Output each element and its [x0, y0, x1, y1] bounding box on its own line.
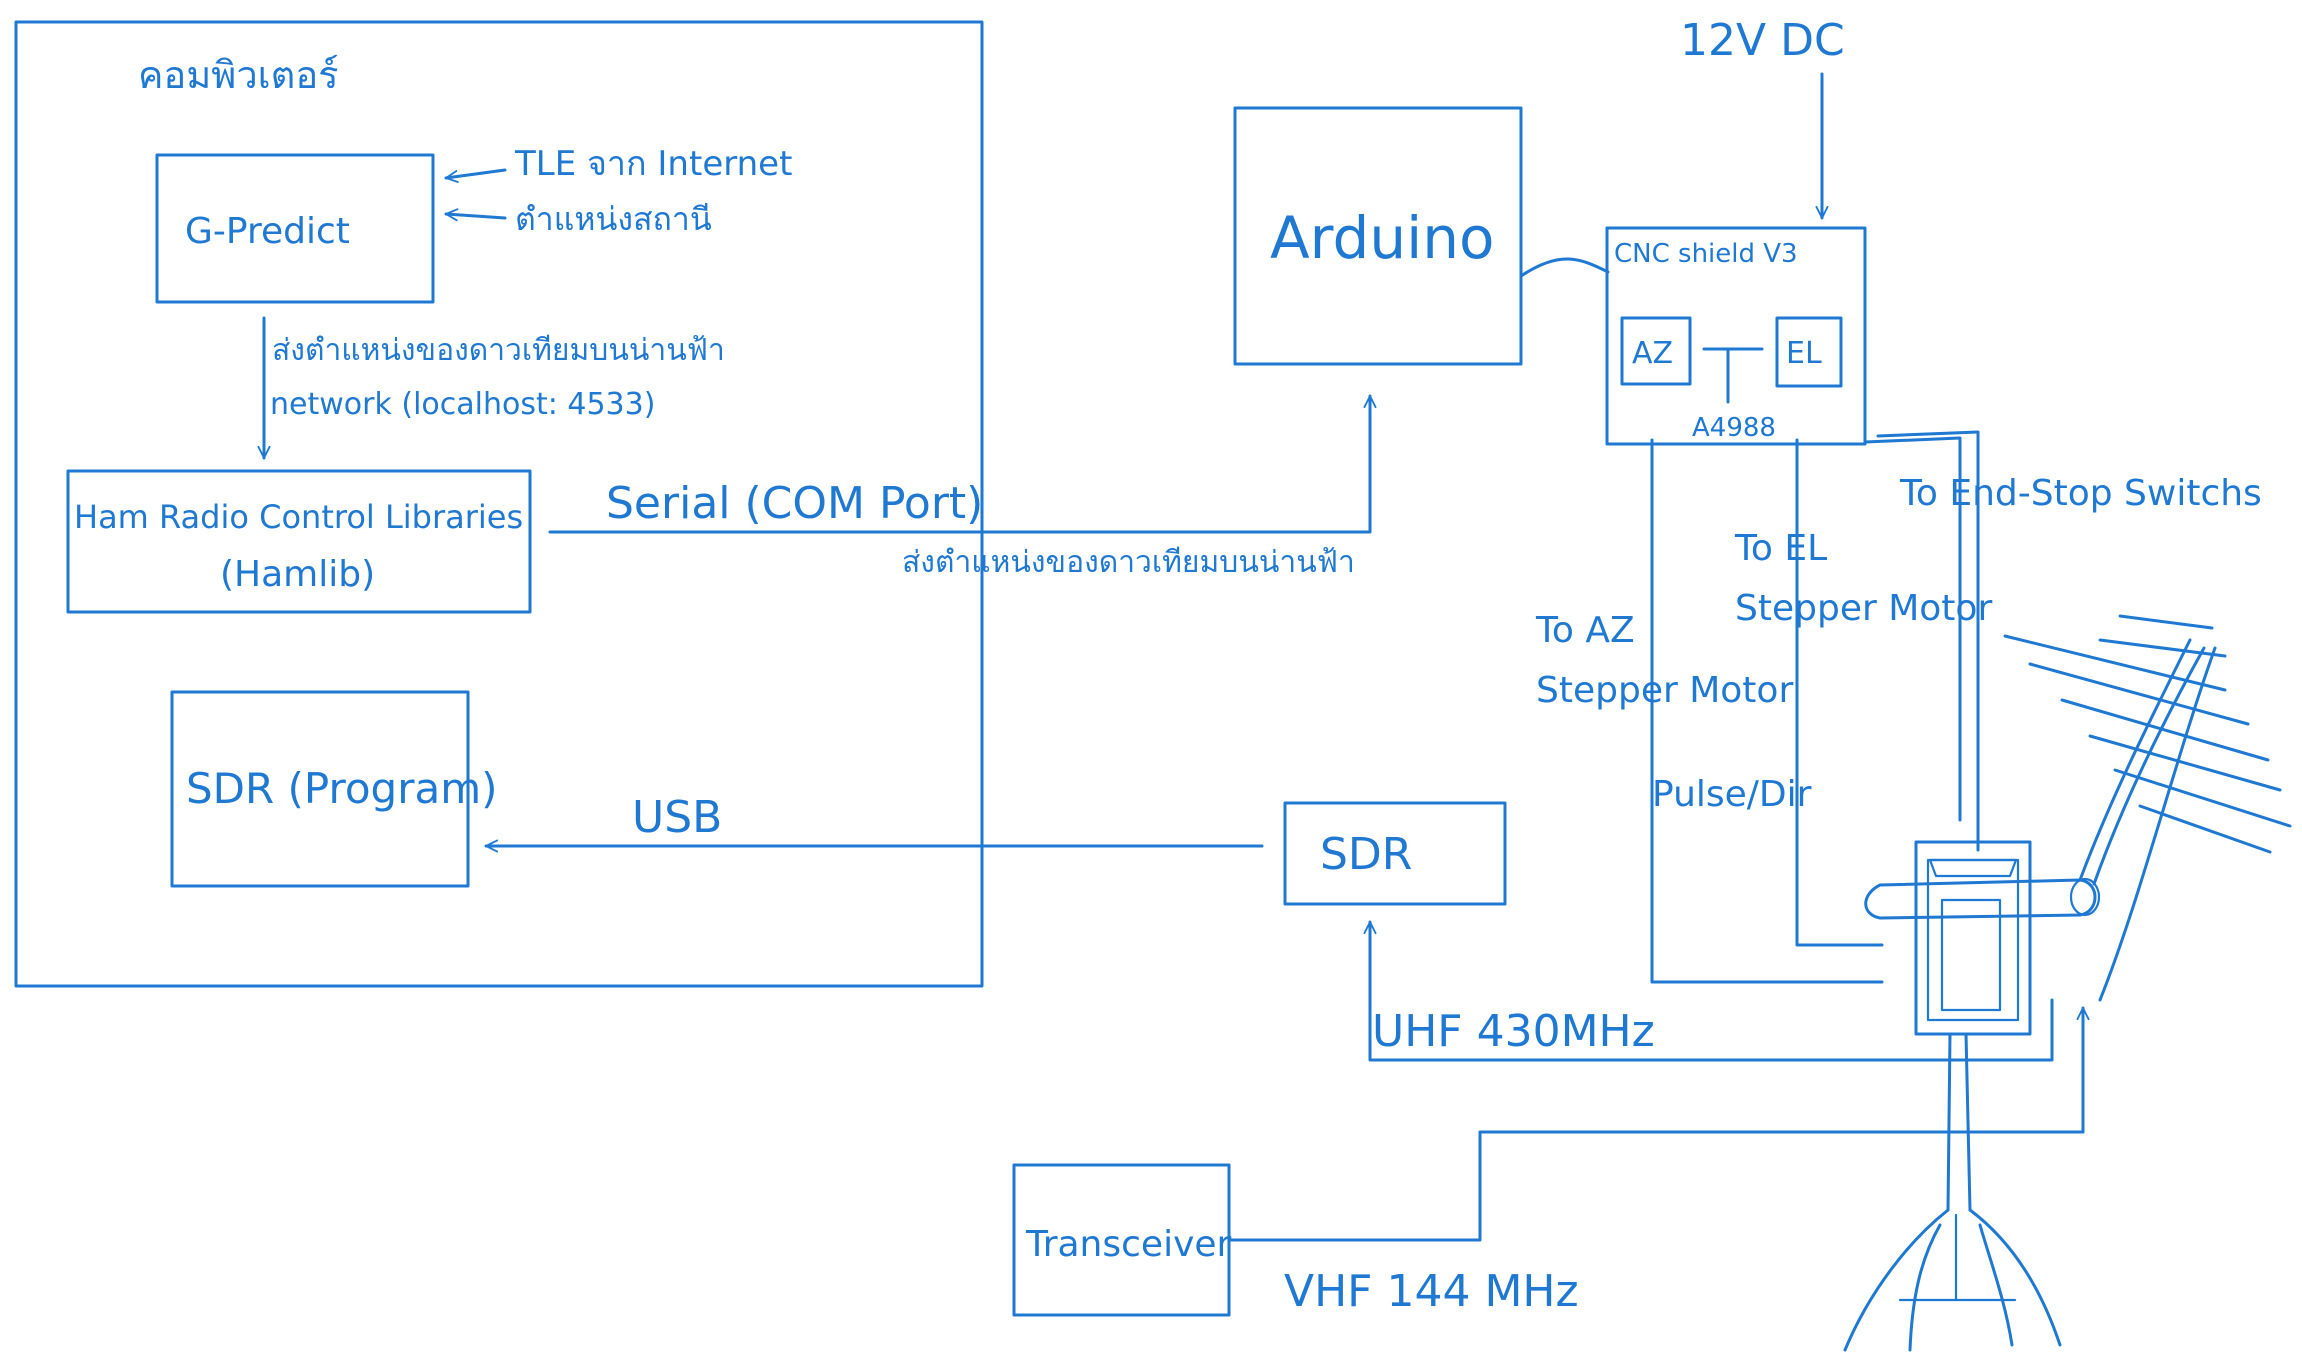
gpredict-box: [155, 153, 435, 304]
station-arrow: [444, 208, 507, 222]
network-label: network (localhost: 4533): [270, 387, 655, 422]
station-label: ตำแหน่งสถานี: [515, 200, 712, 238]
vhf-link: [1227, 1006, 2090, 1242]
vhf-label: VHF 144 MHz: [1284, 1266, 1579, 1317]
hamlib-label-1: Ham Radio Control Libraries: [74, 498, 523, 536]
uhf-label: UHF 430MHz: [1372, 1006, 1655, 1057]
send-position-label: ส่งตำแหน่งของดาวเทียมบนน่านฟ้า: [272, 333, 725, 368]
cnc-shield-label: CNC shield V3: [1614, 239, 1798, 269]
hamlib-label-2: (Hamlib): [220, 554, 375, 595]
tle-arrow: [444, 168, 507, 183]
sdr-program-label: SDR (Program): [186, 764, 498, 813]
arduino-to-shield-link: [1519, 257, 1610, 278]
arduino-label: Arduino: [1270, 204, 1494, 272]
driver-label: A4988: [1692, 413, 1776, 443]
sdr-box: [1283, 801, 1507, 906]
sdr-program-box: [170, 690, 470, 888]
serial-note: ส่งตำแหน่งของดาวเทียมบนน่านฟ้า: [902, 545, 1355, 580]
to-az-label-1: To AZ: [1535, 610, 1635, 651]
power-label: 12V DC: [1680, 15, 1845, 66]
hamlib-box: [66, 469, 532, 614]
computer-title: คอมพิวเตอร์: [138, 53, 339, 97]
az-wire: [1650, 438, 1884, 984]
uhf-link: [1363, 920, 2054, 1062]
to-az-label-2: Stepper Motor: [1536, 670, 1793, 711]
usb-label: USB: [632, 792, 722, 843]
tle-label: TLE จาก Internet: [514, 144, 792, 184]
az-label: AZ: [1632, 336, 1673, 371]
serial-label: Serial (COM Port): [606, 478, 983, 529]
computer-box: [14, 20, 984, 988]
cnc-shield-box: [1605, 226, 1867, 446]
to-el-label-2: Stepper Motor: [1735, 588, 1992, 629]
endstop-wire-2: [1876, 430, 1980, 852]
sdr-label: SDR: [1320, 829, 1412, 880]
arduino-box: [1233, 106, 1523, 366]
transceiver-label: Transceiver: [1025, 1224, 1232, 1265]
el-label: EL: [1786, 336, 1822, 371]
el-wire: [1795, 438, 1884, 947]
gpredict-label: G-Predict: [185, 211, 350, 252]
el-driver-box: [1775, 316, 1843, 388]
antenna-rotator-sketch: [1843, 614, 2292, 1352]
endstop-label: To End-Stop Switchs: [1899, 473, 2262, 514]
az-driver-box: [1620, 316, 1692, 386]
serial-link: [548, 394, 1377, 534]
pulse-dir-label: Pulse/Dir: [1652, 774, 1812, 815]
endstop-wire-1: [1863, 436, 1962, 822]
to-el-label-1: To EL: [1734, 528, 1827, 569]
